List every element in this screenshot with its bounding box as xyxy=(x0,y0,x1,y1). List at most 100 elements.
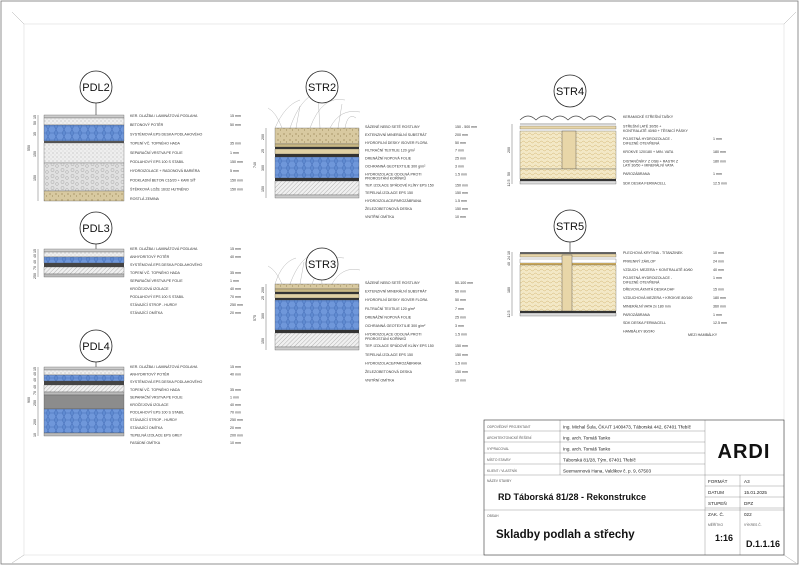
layer-label: VNITŘNÍ OMÍTKA xyxy=(365,214,395,219)
section-str2: STR2 740 200 25 300 150 SÁZENÉ NEBO SETÉ… xyxy=(253,70,477,219)
layer-value: 50 mm xyxy=(455,290,466,294)
title-row-key: VYPRACOVAL xyxy=(487,447,509,451)
dim-label: 35 xyxy=(33,132,37,136)
layer-value: 1 mm xyxy=(713,137,722,141)
str2-tag: STR2 xyxy=(308,82,336,94)
dim-label: 70 xyxy=(33,266,37,270)
layer-label: TOPENÍ VČ. TOPNÉHO HADA xyxy=(130,387,181,392)
layer-value: 40 mm xyxy=(230,287,241,291)
layer-value: 150 mm xyxy=(455,191,468,195)
layer-label: HYDROIZOLACE/PAROZÁBRANA xyxy=(365,361,422,365)
meta-key: DATUM xyxy=(708,490,724,495)
dim-label: 40 xyxy=(33,372,37,376)
dim-label: 15 xyxy=(33,115,37,119)
drawing-title: Skladby podlah a střechy xyxy=(496,529,635,541)
dim-label: 40 xyxy=(33,260,37,264)
layer-label: VNITŘNÍ OMÍTKA xyxy=(365,378,395,383)
layer-label: STÁVAJÍCÍ STROP - HURDY xyxy=(130,303,178,307)
drawing-number-label: VÝKRES Č. xyxy=(744,522,762,527)
layer-value: 1 mm xyxy=(230,151,239,155)
layer-value: 150 mm xyxy=(230,178,243,182)
layer-label: POJISTNÁ HYDROIZOLACE - xyxy=(623,276,673,280)
dim-label: 15 xyxy=(33,249,37,253)
layer-value: 150 mm xyxy=(455,370,468,374)
drawing-number: D.1.1.16 xyxy=(746,539,780,549)
dim-label: 40 xyxy=(507,262,511,266)
layer-label: HYDROIZOLACE ODOLNÁ PROTI xyxy=(365,333,422,337)
layer-label-cont: PROROSTÁNÍ KOŘÍNKŮ xyxy=(365,176,407,181)
dim-label: 50 xyxy=(507,172,511,176)
layer-value: 20 mm xyxy=(230,426,241,430)
layer-value: 15 mm xyxy=(230,247,241,251)
str5-legend: PLECHOVÁ KRYTINA - TITANZINEK 10 mm PRKENN… xyxy=(623,251,727,334)
layer-label-cont: KONTRALATĚ 40/60 + TĚSNICÍ PÁSKY xyxy=(623,128,688,133)
title-row-value: Ing. arch. Tomáš Tanko xyxy=(563,436,611,441)
dim-label: 150 xyxy=(33,151,37,157)
layer-value: 1 mm xyxy=(230,395,239,399)
layer-label: POJISTNÁ HYDROIZOLACE - xyxy=(623,137,673,141)
layer-label: SÁZENÉ NEBO SETÉ ROSTLINY xyxy=(365,280,421,285)
layer-label: KROKVE 120/180 + MIN. VATA xyxy=(623,150,674,154)
dim-label: 180 xyxy=(507,287,511,293)
dim-label: 150 xyxy=(261,186,265,192)
layer-label: VZDUCH. MEZERA + KONTRALATĚ 40/60 xyxy=(623,267,693,272)
pdl3-tag: PDL3 xyxy=(82,223,110,235)
dim-label: 24 xyxy=(507,256,511,260)
layer-value: 150 mm xyxy=(230,188,243,192)
layer-value: 250 mm xyxy=(230,303,243,307)
dim-label: 12.5 xyxy=(507,180,511,187)
layer-value: 35 mm xyxy=(230,142,241,146)
layer-label: SEPARAČNÍ VRSTVA PE FOLIE xyxy=(130,394,183,399)
layer-value: 180 mm xyxy=(713,159,726,163)
layer-value: 10 mm xyxy=(713,251,724,255)
title-row-value: Ing. arch. Tomáš Tanko xyxy=(563,447,611,452)
layer-label: PODLAHOVÝ EPS 100 S STABIL xyxy=(130,160,184,164)
project-name: RD Táborská 81/28 - Rekonstrukce xyxy=(498,492,646,502)
layer-label: HYDROIZOLACE/PAROZÁBRANA xyxy=(365,199,422,203)
layer-label: ROSTLÁ ZEMINA xyxy=(130,197,160,201)
layer-value: 200 mm xyxy=(230,433,243,437)
meta-key: ZAK. Č. xyxy=(708,511,724,517)
layer-label: PRKENNÝ ZÁKLOP xyxy=(623,259,656,263)
layer-label: STÁVAJÍCÍ OMÍTKA xyxy=(130,426,163,430)
layer-value: 12.5 mm xyxy=(713,182,727,186)
layer-label: VZDUCHOVÁ MEZERA + KROKVE 80/160 xyxy=(623,296,692,300)
layer-label: SDK DESKA FERMACELL xyxy=(623,321,666,325)
scale-value: 1:16 xyxy=(715,533,733,543)
dim-label: 40 xyxy=(33,378,37,382)
layer-label: PODKLADNÍ BETON C16/20 + KARI SÍŤ xyxy=(130,177,197,182)
title-row-key: KLIENT / VLASTNÍK xyxy=(487,469,518,473)
dim-label: 250 xyxy=(33,273,37,279)
layer-value: 150 mm xyxy=(455,207,468,211)
meta-value: 022 xyxy=(744,512,752,517)
layer-value: 40 mm xyxy=(230,403,241,407)
layer-value: 1.5 mm xyxy=(455,172,467,176)
dim-label: 200 xyxy=(261,134,265,140)
layer-value: 10 mm xyxy=(455,215,466,219)
layer-value: 70 mm xyxy=(230,411,241,415)
layer-label: STŘEŠNÍ LATĚ 30/50 + xyxy=(623,124,661,129)
scale-label: MĚŘÍTKO xyxy=(708,522,723,527)
layer-value: 40 mm xyxy=(713,268,724,272)
dim-label: 300 xyxy=(261,165,265,171)
dim-label: 10 xyxy=(33,433,37,437)
layer-label: EXTENZIVNÍ MINERÁLNÍ SUBSTRÁT xyxy=(365,133,428,137)
layer-value: 50 mm xyxy=(455,141,466,145)
layer-label: HYDROFILNÍ DESKY ISOVER FLORA xyxy=(365,141,428,145)
layer-value: 180 mm xyxy=(713,150,726,154)
dim-label: 40 xyxy=(33,254,37,258)
layer-label: PAROZÁBRANA xyxy=(623,313,650,317)
pdl2-tag: PDL2 xyxy=(82,82,110,94)
str5-tag: STR5 xyxy=(556,221,584,233)
layer-label: ŽELEZOBETONOVÁ DESKA xyxy=(365,206,413,211)
str4-tag: STR4 xyxy=(556,86,584,98)
section-str4: STR4 200 50 12.5 KERAMICKÉ STŘEŠNÍ TAŠKY… xyxy=(507,74,727,187)
dim-label: 250 xyxy=(33,400,37,406)
layer-label: SDK DESKA FERMACELL xyxy=(623,182,666,186)
layer-label: PLECHOVÁ KRYTINA - TITANZINEK xyxy=(623,251,683,255)
